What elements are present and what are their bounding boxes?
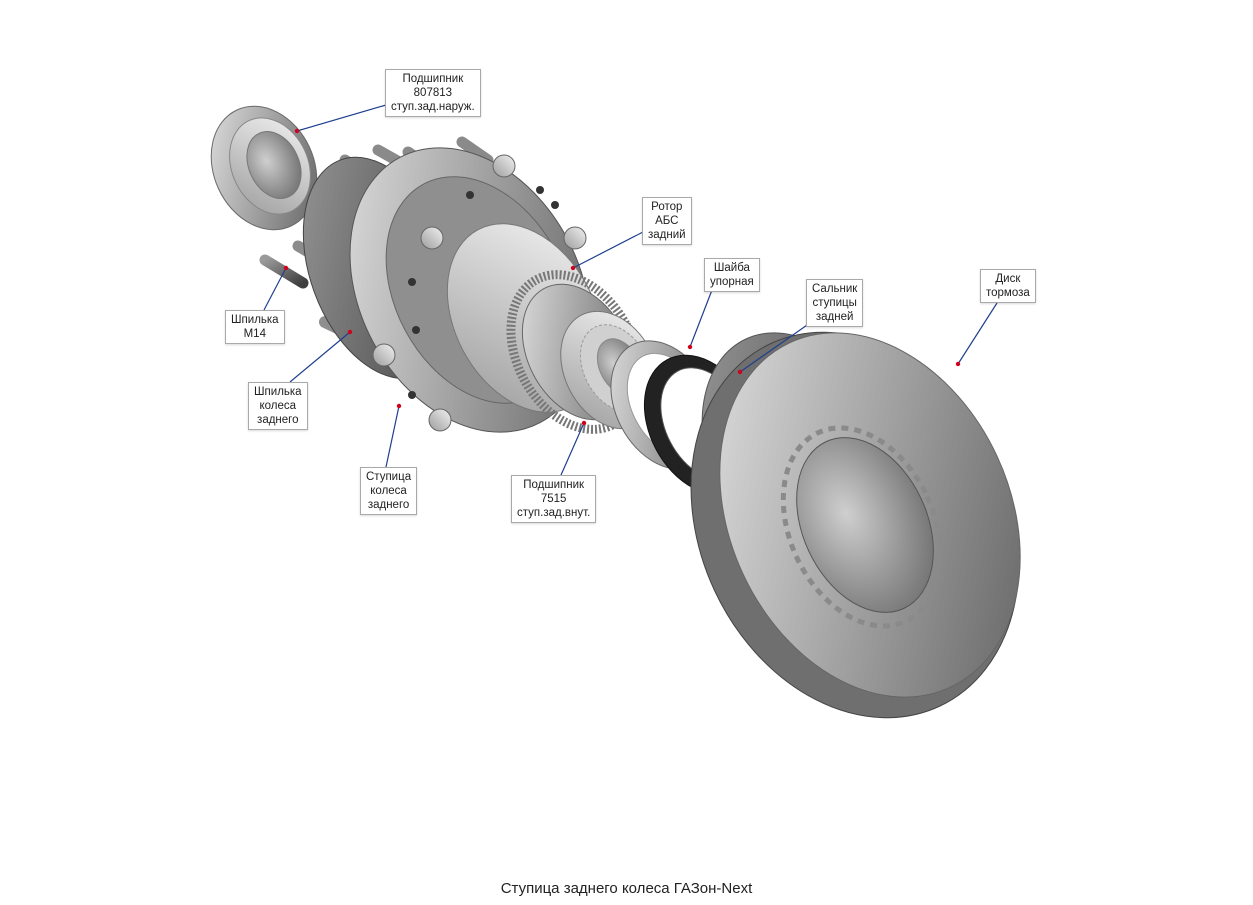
callout-line: Ротор <box>651 201 683 213</box>
callout-line: Шпилька <box>254 386 302 398</box>
callout-line: колеса <box>259 400 297 412</box>
callout-line: М14 <box>243 328 266 340</box>
part-marker-dot <box>283 265 289 271</box>
callout-line: заднего <box>257 414 299 426</box>
part-marker-dot <box>570 265 576 271</box>
callout-line: Шайба <box>713 262 750 274</box>
leader-line <box>385 405 400 468</box>
callout-line: Подшипник <box>523 479 585 491</box>
bearing-807813-part <box>210 105 318 231</box>
part-marker-dot <box>687 344 693 350</box>
part-marker-dot <box>396 403 402 409</box>
leader-line <box>689 289 713 348</box>
leader-line <box>560 422 585 476</box>
callout-line: задней <box>815 311 854 323</box>
leader-line <box>957 302 998 365</box>
callout-stud-m14[interactable]: Шпилька М14 <box>225 310 285 344</box>
callout-line: 7515 <box>540 493 567 505</box>
callout-line: АБС <box>655 215 679 227</box>
callout-line: 807813 <box>413 87 453 99</box>
callout-line: упорная <box>710 276 754 288</box>
callout-line: Ступица <box>366 471 412 483</box>
callout-abs-rotor[interactable]: Ротор АБС задний <box>642 197 692 245</box>
callout-wheel-hub[interactable]: Ступица колеса заднего <box>360 467 418 515</box>
callout-line: ступ.зад.наруж. <box>391 101 475 113</box>
callout-bearing-807813[interactable]: Подшипник 807813 ступ.зад.наруж. <box>385 69 481 117</box>
leader-line <box>263 267 287 311</box>
leader-lines <box>263 104 998 476</box>
callout-wheel-stud[interactable]: Шпилька колеса заднего <box>248 382 308 430</box>
brake-disc-part <box>690 331 1021 719</box>
part-marker-dot <box>294 128 300 134</box>
part-marker-dot <box>347 329 353 335</box>
callout-line: заднего <box>367 499 410 511</box>
part-marker-dot <box>955 361 961 367</box>
callout-line: тормоза <box>986 287 1030 299</box>
callout-line: Шпилька <box>231 314 279 326</box>
callout-bearing-7515[interactable]: Подшипник 7515 ступ.зад.внут. <box>511 475 597 523</box>
callout-line: Подшипник <box>402 73 464 85</box>
part-marker-dot <box>581 420 587 426</box>
callout-hub-seal[interactable]: Сальник ступицы задней <box>806 279 864 327</box>
leader-line <box>739 322 811 373</box>
callout-line: задний <box>648 229 686 241</box>
leader-line <box>572 231 644 269</box>
callout-line: Сальник <box>812 283 858 295</box>
callout-thrust-washer[interactable]: Шайба упорная <box>704 258 760 292</box>
callout-line: ступ.зад.внут. <box>517 507 591 519</box>
leader-line <box>296 104 387 132</box>
leader-line <box>289 331 351 383</box>
callout-line: ступицы <box>812 297 857 309</box>
callout-brake-disc[interactable]: Диск тормоза <box>980 269 1036 303</box>
part-marker-dot <box>737 369 743 375</box>
figure-caption: Ступица заднего колеса ГАЗон-Next <box>500 880 753 897</box>
callout-line: колеса <box>370 485 407 497</box>
callout-line: Диск <box>995 273 1021 285</box>
